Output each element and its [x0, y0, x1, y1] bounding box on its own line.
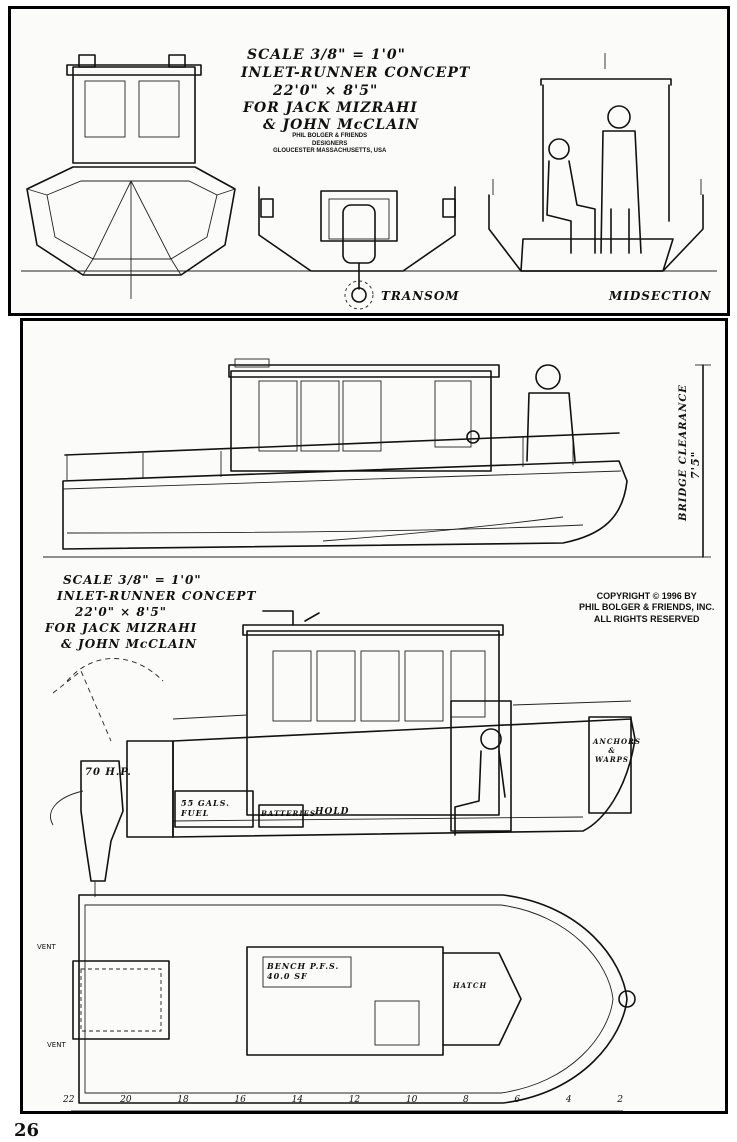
- deck-plan-view: [71, 894, 636, 1111]
- top-scale-text: SCALE 3/8" = 1'0": [247, 47, 406, 63]
- bottom-dimensions-text: 22'0" × 8'5": [75, 605, 168, 619]
- station-number: 6: [514, 1095, 521, 1105]
- stamp-line1: PHIL BOLGER & FRIENDS: [292, 133, 368, 139]
- copyright-line3: ALL RIGHTS RESERVED: [593, 613, 700, 624]
- bottom-drawing-sheet: BRIDGE CLEARANCE 7'5" SCALE 3/8" = 1'0" …: [20, 318, 728, 1114]
- copyright-line1: COPYRIGHT © 1996 BY: [596, 591, 697, 601]
- engine-label: 70 H.P.: [85, 767, 132, 778]
- top-client-line1: FOR JACK MIZRAHI: [243, 100, 418, 116]
- station-number: 16: [234, 1095, 246, 1105]
- inboard-profile-view: [50, 610, 636, 897]
- bottom-concept-text: INLET-RUNNER CONCEPT: [57, 589, 257, 603]
- top-concept-text: INLET-RUNNER CONCEPT: [241, 65, 471, 81]
- station-number: 2: [617, 1095, 623, 1105]
- hatch-label: HATCH: [453, 981, 488, 990]
- hold-label: HOLD: [315, 807, 350, 817]
- batteries-label: BATTERIES: [261, 809, 316, 818]
- midsection-view: [488, 53, 704, 272]
- outboard-profile-view: [43, 358, 711, 558]
- station-number: 18: [177, 1095, 189, 1105]
- bottom-client-line2: & JOHN McCLAIN: [61, 637, 198, 651]
- top-dimensions-text: 22'0" × 8'5": [273, 83, 379, 99]
- bottom-scale-text: SCALE 3/8" = 1'0": [63, 573, 202, 587]
- station-number: 22: [63, 1095, 75, 1105]
- fuel-tank-label: 55 GALS. FUEL: [181, 798, 230, 818]
- bench-label: BENCH P.F.S. 40.0 SF: [267, 961, 340, 982]
- bottom-client-line1: FOR JACK MIZRAHI: [45, 621, 198, 635]
- top-drawing-sheet: SCALE 3/8" = 1'0" INLET-RUNNER CONCEPT 2…: [8, 6, 730, 316]
- transom-label: TRANSOM: [381, 289, 460, 303]
- station-numbers: 22 20 18 16 14 12 10 8 6 4 2: [63, 1095, 623, 1105]
- stamp-line2: DESIGNERS: [312, 140, 348, 147]
- vent-bottom-label: VENT: [47, 1041, 66, 1049]
- copyright-line2: PHIL BOLGER & FRIENDS, INC.: [579, 602, 715, 613]
- transom-view: [258, 186, 456, 310]
- anchors-label: ANCHORS & WARPS: [593, 737, 641, 765]
- bow-end-view: [26, 54, 236, 299]
- station-number: 14: [291, 1095, 304, 1105]
- top-client-line2: & JOHN McCLAIN: [263, 117, 420, 133]
- designer-stamp: PHIL BOLGER & FRIENDS DESIGNERS GLOUCEST…: [273, 133, 386, 156]
- bridge-clearance-value: 7'5": [689, 450, 702, 479]
- copyright-notice: COPYRIGHT © 1996 BY PHIL BOLGER & FRIEND…: [579, 591, 714, 625]
- vent-top-label: VENT: [37, 943, 56, 951]
- bridge-clearance-label: BRIDGE CLEARANCE: [678, 384, 689, 521]
- stamp-line3: GLOUCESTER MASSACHUSETTS, USA: [273, 148, 387, 154]
- page-number: 26: [14, 1120, 40, 1141]
- station-number: 4: [565, 1095, 572, 1105]
- end-views-drawing: [21, 53, 717, 310]
- station-number: 20: [120, 1095, 132, 1105]
- profile-and-plan-drawing: [43, 358, 711, 1111]
- midsection-label: MIDSECTION: [609, 289, 712, 303]
- station-number: 12: [348, 1095, 361, 1105]
- station-number: 10: [405, 1095, 418, 1105]
- station-number: 8: [462, 1095, 469, 1105]
